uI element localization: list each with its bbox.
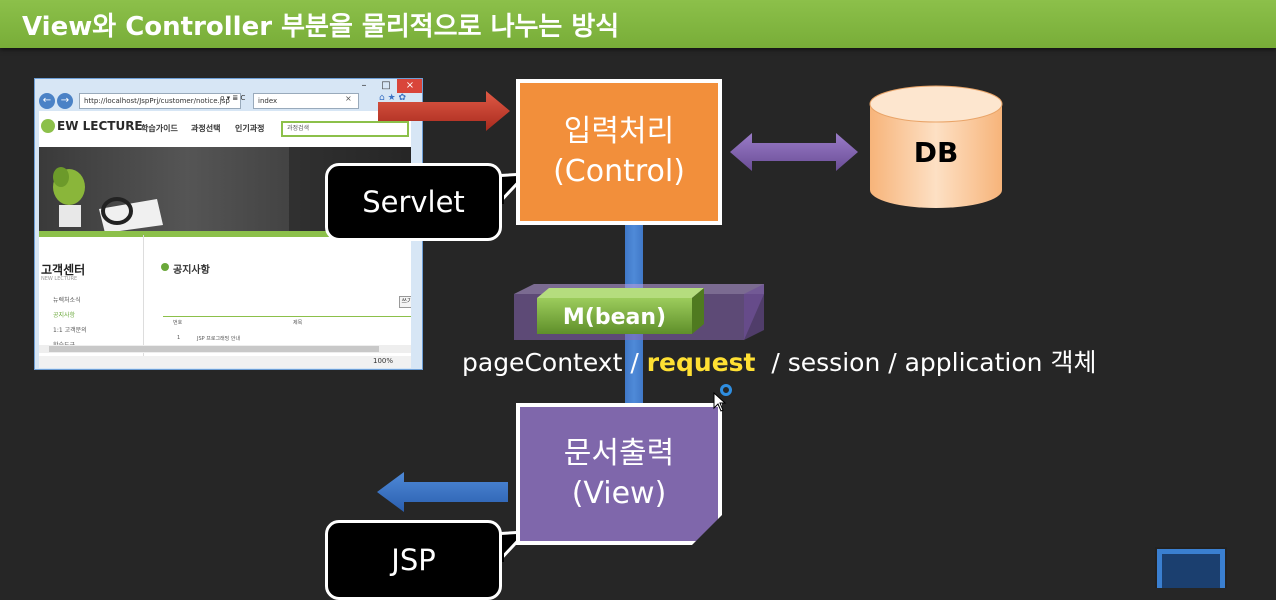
tab-label: index [258,97,278,105]
nav-item-guide[interactable]: 학습가이드 [141,124,178,133]
sidebar-subtitle: NEW LECTURE [41,276,78,282]
slide-title: View와 Controller 부분을 물리적으로 나누는 방식 [22,12,620,42]
view-title: 문서출력 [563,436,675,471]
nav-item-select[interactable]: 과정선택 [191,124,221,133]
search-placeholder: 과정검색 [287,125,310,132]
headphones-icon [101,197,133,225]
back-button[interactable]: ← [39,93,55,109]
close-button[interactable]: × [397,79,422,93]
sidebar-divider [39,235,144,359]
scope-objects-line: pageContext / request / session / applic… [462,343,1096,379]
bean-block [537,288,704,334]
sidebar-item-notice[interactable]: 공지사항 [53,312,76,319]
servlet-label: Servlet [362,185,465,219]
address-url: http://localhost/JspPrj/customer/notice.… [84,97,230,105]
notice-heading: 공지사항 [173,265,210,276]
control-subtitle: (Control) [553,154,685,189]
scope-rest: / session / application 객체 [755,348,1097,377]
table-cell-title[interactable]: JSP 프로그래밍 안내 [197,336,241,342]
servlet-callout: Servlet [325,163,502,241]
control-title: 입력처리 [563,114,675,149]
write-button[interactable]: 쓰기 [399,296,411,308]
cursor-ring-icon [720,384,732,396]
status-bar: 100% [39,356,411,368]
table-header-line [163,316,411,317]
tab-close-icon[interactable]: × [345,94,352,103]
jsp-label: JSP [391,543,436,577]
control-box: 입력처리 (Control) [516,79,722,225]
bean-label: M(bean) [562,304,667,330]
address-bar[interactable]: http://localhost/JspPrj/customer/notice.… [79,93,241,109]
title-bar: View와 Controller 부분을 물리적으로 나누는 방식 [0,0,1276,48]
purple-double-arrow-icon [730,133,858,171]
zoom-level[interactable]: 100% [372,357,393,365]
horizontal-scrollbar[interactable] [39,345,411,353]
table-header-title: 제목 [293,320,303,326]
view-box: 문서출력 (View) [516,403,722,545]
db-cylinder-icon [869,85,1003,208]
view-folded-corner [692,515,722,545]
scope-page-context: pageContext [462,348,623,377]
minimize-button[interactable]: – [361,80,367,91]
logo-icon [41,119,55,133]
view-subtitle: (View) [571,476,667,511]
table-header-number: 번호 [173,320,183,326]
course-search-input[interactable]: 과정검색 [281,121,409,137]
nav-item-popular[interactable]: 인기과정 [235,124,265,133]
jsp-callout: JSP [325,520,502,600]
sidebar-title: 고객센터 [41,263,86,277]
notice-bullet-icon [161,263,169,271]
mouse-pointer-icon [713,392,727,412]
toolbar-icons[interactable]: ⌂ ★ ✿ [379,93,407,103]
plant-pot-icon [59,205,81,227]
window-thumbnail-icon [1155,547,1227,588]
site-logo[interactable]: EW LECTURE [57,119,143,133]
address-bar-controls[interactable]: ρ ▾ ≣ C [220,94,246,102]
forward-button[interactable]: → [57,93,73,109]
red-arrow-icon [378,91,510,131]
scope-separator-1: / [622,348,647,377]
scrollbar-thumb[interactable] [49,346,379,352]
maximize-button[interactable]: □ [381,80,391,91]
blue-left-arrow-icon [377,472,508,512]
db-label: DB [913,136,959,169]
scope-request: request [646,348,756,377]
browser-tab[interactable]: index [253,93,359,109]
sidebar-item-inquiry[interactable]: 1:1 고객문의 [53,327,87,334]
sidebar-item-news[interactable]: 뉴렉처소식 [53,297,81,304]
banner-divider [39,231,411,237]
table-cell-number: 1 [177,335,181,341]
